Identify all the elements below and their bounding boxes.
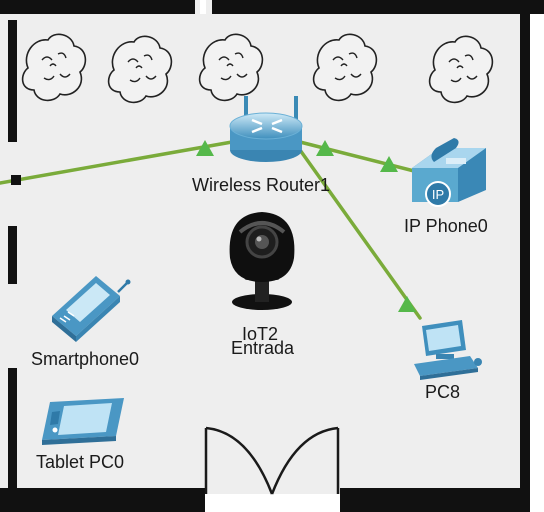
iot-camera-label: IoT2 [242, 324, 279, 344]
network-links [0, 140, 422, 320]
tree-icon [312, 33, 378, 102]
pc-label: PC8 [425, 382, 461, 402]
tree-icon [107, 35, 173, 104]
link-port-marker [11, 175, 21, 185]
link-arrow [380, 156, 398, 172]
doorway-gap [205, 494, 340, 512]
ip-phone-label: IP Phone0 [404, 216, 488, 236]
tree-icon [21, 33, 87, 102]
wall-top-right [212, 0, 544, 14]
wall-left-lower [8, 368, 17, 488]
link-arrow [196, 140, 214, 156]
wall-bottom-left [0, 488, 205, 512]
wall-left-upper [8, 20, 17, 142]
door-icon [204, 426, 340, 495]
ip-phone-icon[interactable] [412, 138, 486, 207]
tablet-icon[interactable] [42, 398, 124, 445]
outside-area-right [530, 0, 544, 512]
iot-camera-sublabel: Entrada [231, 338, 295, 358]
wall-right [520, 0, 530, 512]
trees [21, 33, 494, 104]
router-label: Wireless Router1 [192, 175, 331, 195]
desktop-pc-icon[interactable] [414, 320, 482, 380]
smartphone-label: Smartphone0 [31, 349, 140, 369]
link-arrow [316, 140, 334, 156]
tree-icon [428, 35, 494, 104]
link-arrows [196, 140, 416, 312]
link-router-ipphone[interactable] [298, 140, 420, 174]
wireless-router-icon[interactable] [229, 96, 303, 162]
wall-gap-top [200, 0, 206, 14]
link-router-west[interactable] [0, 140, 234, 185]
smartphone-icon[interactable] [52, 276, 131, 342]
tree-icon [198, 33, 264, 102]
wall-top-left [0, 0, 195, 14]
tablet-label: Tablet PC0 [36, 452, 125, 472]
wall-bottom-right [340, 488, 530, 512]
webcam-icon[interactable] [229, 212, 295, 310]
wall-left-middle [8, 226, 17, 284]
link-router-pc[interactable] [298, 148, 422, 320]
ip-badge-text: IP [432, 187, 444, 202]
link-arrow [398, 296, 416, 312]
